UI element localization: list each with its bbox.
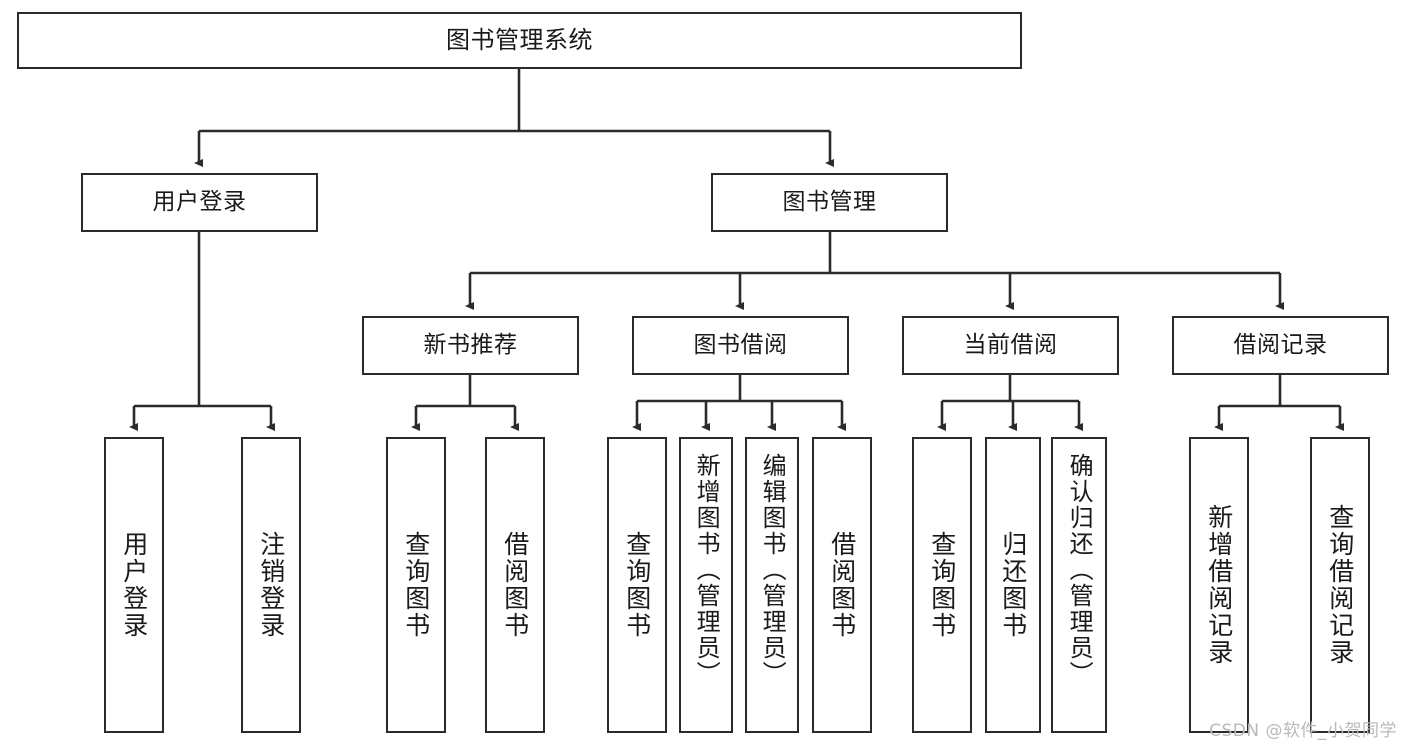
node-book-borrow[interactable]: 图书借阅	[632, 316, 849, 375]
node-leaf-logout[interactable]: 注销登录	[241, 437, 301, 733]
node-leaf-user-login[interactable]: 用户登录	[104, 437, 164, 733]
node-leaf-edit-book[interactable]: 编辑图书（管理员）	[745, 437, 799, 733]
node-leaf-add-book[interactable]: 新增图书（管理员）	[679, 437, 733, 733]
node-leaf-borrow-book-1-label: 借阅图书	[500, 531, 530, 639]
node-new-book-recommend-label: 新书推荐	[423, 332, 518, 359]
node-borrow-record[interactable]: 借阅记录	[1172, 316, 1389, 375]
node-user-login[interactable]: 用户登录	[81, 173, 318, 232]
node-current-borrow[interactable]: 当前借阅	[902, 316, 1119, 375]
node-leaf-query-borrow-record-label: 查询借阅记录	[1325, 504, 1355, 666]
node-book-borrow-label: 图书借阅	[693, 332, 788, 359]
node-leaf-add-book-label: 新增图书（管理员）	[692, 453, 721, 687]
node-leaf-user-login-label: 用户登录	[119, 531, 149, 639]
node-root-label: 图书管理系统	[446, 25, 593, 54]
node-leaf-borrow-book-1[interactable]: 借阅图书	[485, 437, 545, 733]
node-leaf-add-borrow-record-label: 新增借阅记录	[1204, 504, 1234, 666]
node-leaf-add-borrow-record[interactable]: 新增借阅记录	[1189, 437, 1249, 733]
node-leaf-query-book-3[interactable]: 查询图书	[912, 437, 972, 733]
node-leaf-borrow-book-2[interactable]: 借阅图书	[812, 437, 872, 733]
node-root[interactable]: 图书管理系统	[17, 12, 1022, 69]
node-leaf-return-book-label: 归还图书	[998, 531, 1028, 639]
node-book-manage-label: 图书管理	[782, 189, 877, 216]
node-leaf-query-book-3-label: 查询图书	[927, 531, 957, 639]
node-leaf-query-book-1[interactable]: 查询图书	[386, 437, 446, 733]
node-leaf-query-book-2-label: 查询图书	[622, 531, 652, 639]
node-leaf-confirm-return-label: 确认归还（管理员）	[1065, 453, 1094, 687]
node-leaf-query-book-1-label: 查询图书	[401, 531, 431, 639]
node-book-manage[interactable]: 图书管理	[711, 173, 948, 232]
node-leaf-edit-book-label: 编辑图书（管理员）	[758, 453, 787, 687]
node-leaf-logout-label: 注销登录	[256, 531, 286, 639]
node-leaf-query-borrow-record[interactable]: 查询借阅记录	[1310, 437, 1370, 733]
node-current-borrow-label: 当前借阅	[963, 332, 1058, 359]
node-user-login-label: 用户登录	[152, 189, 247, 216]
node-leaf-return-book[interactable]: 归还图书	[985, 437, 1041, 733]
node-new-book-recommend[interactable]: 新书推荐	[362, 316, 579, 375]
node-borrow-record-label: 借阅记录	[1233, 332, 1328, 359]
node-leaf-query-book-2[interactable]: 查询图书	[607, 437, 667, 733]
node-leaf-borrow-book-2-label: 借阅图书	[827, 531, 857, 639]
node-leaf-confirm-return[interactable]: 确认归还（管理员）	[1051, 437, 1107, 733]
watermark: CSDN @软件_小贺同学	[1209, 721, 1397, 741]
